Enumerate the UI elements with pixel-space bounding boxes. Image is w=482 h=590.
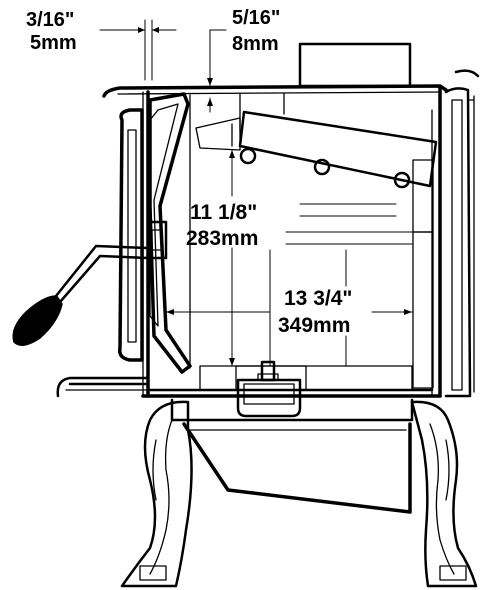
side-gap-imperial: 3/16" — [26, 9, 74, 31]
firebox-height-metric: 283mm — [186, 227, 258, 250]
door-handle — [12, 244, 150, 346]
ash-pan — [170, 398, 414, 514]
top-plate — [102, 84, 448, 98]
rear-firebrick — [412, 159, 434, 389]
side-gap-metric: 5mm — [30, 32, 77, 54]
firebox-height-imperial: 11 1/8" — [190, 201, 257, 224]
door-assembly — [117, 92, 192, 374]
stove-legs — [120, 400, 478, 588]
dimension-top-gap: 5/16" 8mm — [207, 7, 280, 113]
firebox-depth-imperial: 13 3/4" — [284, 287, 352, 310]
dimension-side-gap: 3/16" 5mm — [26, 9, 177, 81]
ash-plug — [236, 360, 302, 418]
flue-collar — [298, 42, 412, 88]
hearth-floor — [199, 365, 413, 391]
dimension-firebox-height: 11 1/8" 283mm — [186, 149, 413, 367]
dimension-firebox-depth: 13 3/4" 349mm — [165, 249, 413, 367]
baffle-board — [195, 110, 438, 188]
top-gap-imperial: 5/16" — [232, 7, 280, 29]
top-gap-metric: 8mm — [232, 33, 279, 55]
secondary-air-tubes — [239, 147, 411, 189]
front-shelf — [56, 376, 150, 398]
firebox-depth-metric: 349mm — [278, 314, 350, 337]
handle-knob-icon — [12, 295, 63, 346]
rear-heat-shield — [444, 69, 480, 398]
